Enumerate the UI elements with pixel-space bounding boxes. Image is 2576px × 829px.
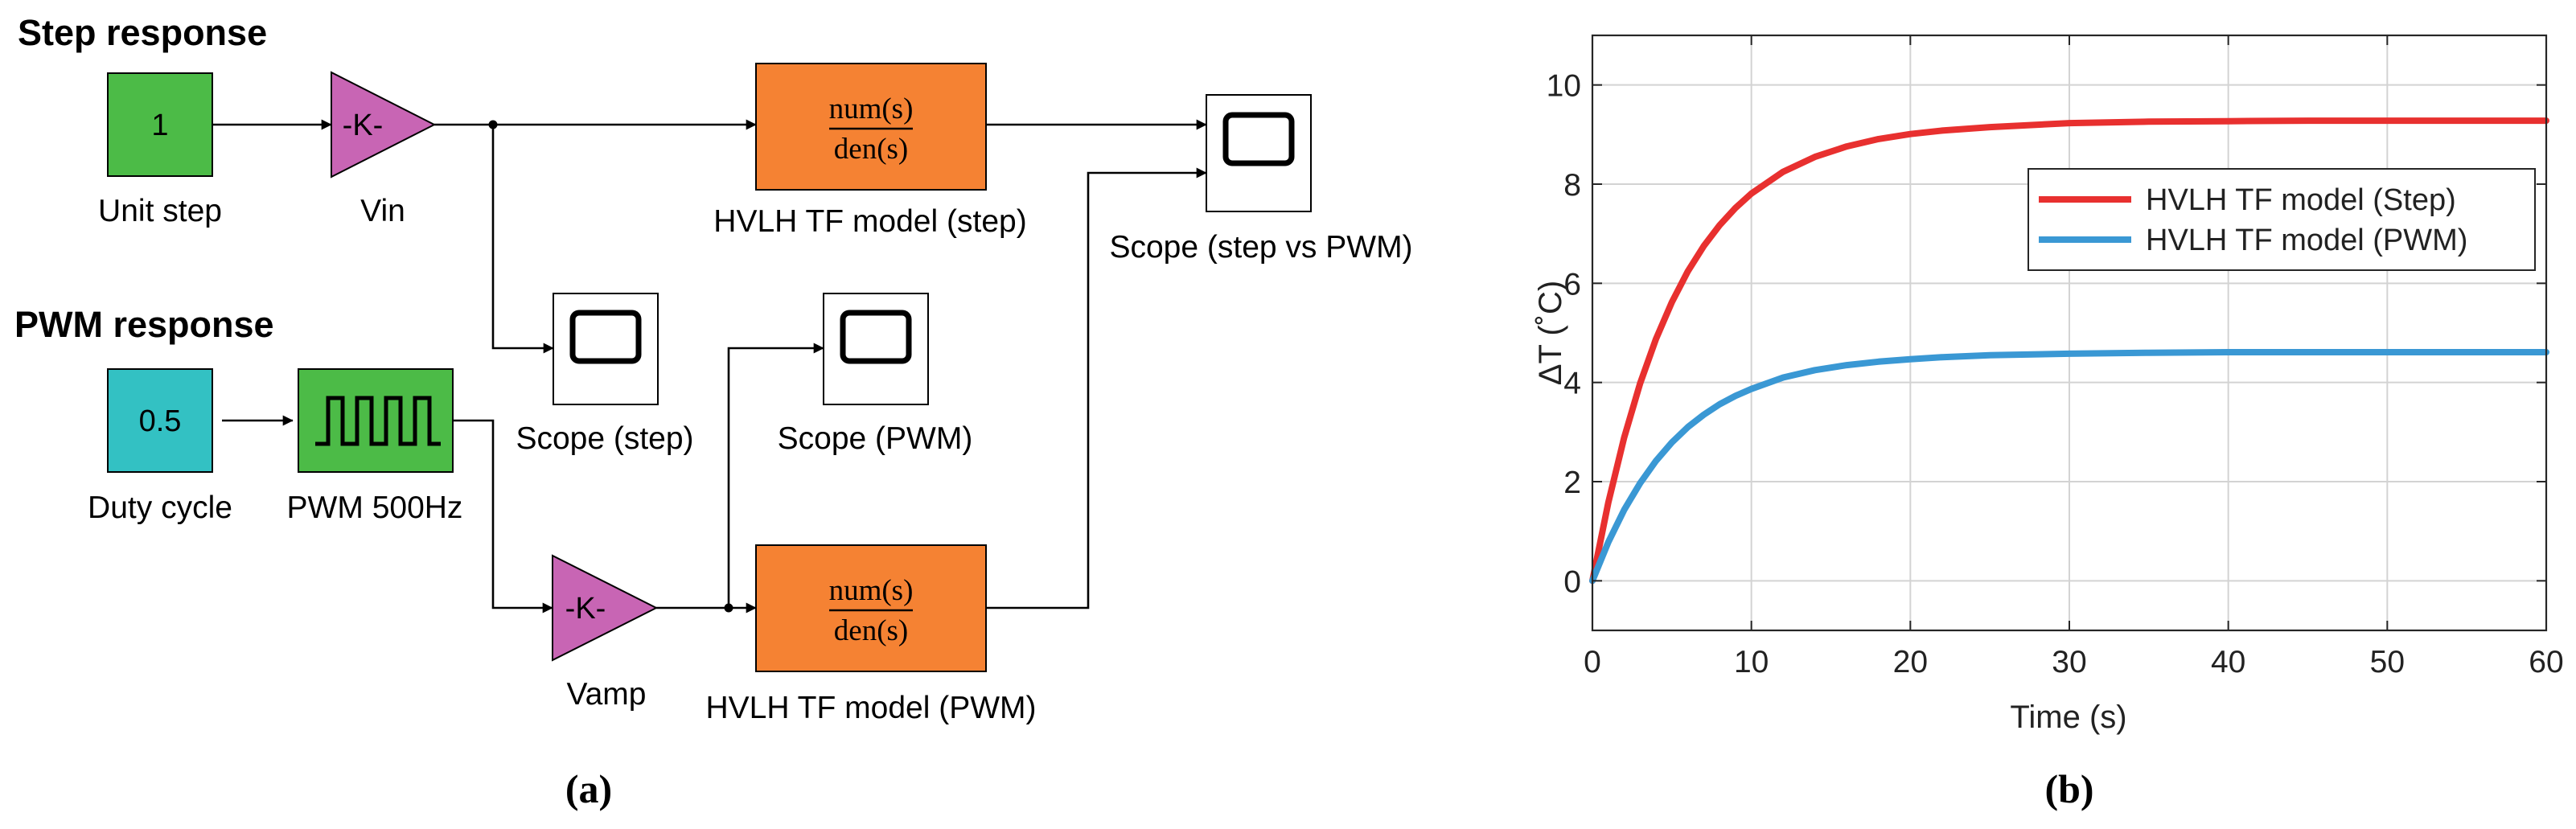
y-axis-label: ΔT (˚C) xyxy=(1533,281,1568,385)
x-axis-label: Time (s) xyxy=(2010,700,2126,735)
wire-vamp-to-scope-pwm xyxy=(727,343,824,608)
scope-compare-block[interactable]: Scope (step vs PWM) xyxy=(1109,94,1413,265)
legend-box xyxy=(2028,168,2536,271)
tf-step-block[interactable]: num(s) den(s) HVLH TF model (step) xyxy=(713,63,1027,239)
scope-pwm-block[interactable]: Scope (PWM) xyxy=(778,293,973,456)
y-axis-ticks: 0 2 4 6 8 10 xyxy=(1547,69,2546,599)
scope-step-block[interactable]: Scope (step) xyxy=(516,293,694,456)
y-tick-label: 0 xyxy=(1563,564,1581,599)
gain-triangle-icon[interactable] xyxy=(331,71,437,179)
series-line-step xyxy=(1589,117,2549,585)
simulink-diagram: Step response PWM response 1 Unit step -… xyxy=(14,12,1413,811)
pwm-generator-label: PWM 500Hz xyxy=(287,490,463,525)
scope-icon xyxy=(1222,112,1295,166)
vin-label: Vin xyxy=(360,194,405,228)
vin-gain-text: -K- xyxy=(343,109,384,142)
x-axis-ticks: 0 10 20 30 40 50 60 xyxy=(1584,35,2564,679)
duty-cycle-label: Duty cycle xyxy=(88,490,232,525)
y-tick-label: 10 xyxy=(1547,69,1581,104)
y-tick-label: 6 xyxy=(1563,267,1581,302)
legend-label-step: HVLH TF model (Step) xyxy=(2146,183,2456,217)
wire-vin-to-scope-step xyxy=(491,125,554,354)
scope-step-label: Scope (step) xyxy=(516,421,693,456)
unit-step-value: 1 xyxy=(151,109,168,142)
pwm-response-title: PWM response xyxy=(14,304,274,345)
pulse-train-icon xyxy=(315,396,441,446)
y-tick-label: 2 xyxy=(1563,466,1581,500)
pwm-generator-box[interactable] xyxy=(298,368,454,473)
tf-pwm-denominator: den(s) xyxy=(834,614,908,647)
tf-step-denominator: den(s) xyxy=(834,133,908,166)
series-line-pwm xyxy=(1589,349,2549,585)
vin-gain-block[interactable]: -K- Vin xyxy=(331,71,437,228)
x-tick-label: 20 xyxy=(1893,645,1928,679)
scope-icon xyxy=(840,310,912,364)
chart-series xyxy=(1589,117,2549,585)
x-tick-label: 40 xyxy=(2211,645,2245,679)
x-tick-label: 30 xyxy=(2052,645,2086,679)
y-tick-label: 4 xyxy=(1563,367,1581,401)
duty-cycle-block[interactable]: 0.5 Duty cycle xyxy=(88,368,232,525)
x-tick-label: 60 xyxy=(2529,645,2563,679)
vamp-gain-block[interactable]: -K- Vamp xyxy=(552,554,659,712)
tf-pwm-block[interactable]: num(s) den(s) HVLH TF model (PWM) xyxy=(706,544,1037,725)
tf-pwm-label: HVLH TF model (PWM) xyxy=(706,691,1037,725)
x-tick-label: 10 xyxy=(1734,645,1769,679)
step-response-title: Step response xyxy=(18,12,267,53)
y-tick-label: 8 xyxy=(1563,168,1581,203)
unit-step-label: Unit step xyxy=(98,194,222,228)
scope-compare-label: Scope (step vs PWM) xyxy=(1109,230,1412,265)
duty-cycle-value: 0.5 xyxy=(139,404,182,438)
branch-point-step xyxy=(488,120,498,129)
legend-label-pwm: HVLH TF model (PWM) xyxy=(2146,224,2467,257)
x-tick-label: 0 xyxy=(1584,645,1601,679)
signal-wires xyxy=(212,119,1207,614)
duty-cycle-box[interactable] xyxy=(107,368,213,473)
scope-icon xyxy=(569,310,642,364)
caption-b: (b) xyxy=(2044,766,2093,811)
scope-pwm-label: Scope (PWM) xyxy=(778,421,973,456)
caption-a: (a) xyxy=(565,766,612,811)
unit-step-box[interactable] xyxy=(107,72,213,177)
tf-step-numerator: num(s) xyxy=(829,92,914,125)
unit-step-block[interactable]: 1 Unit step xyxy=(98,72,222,228)
pwm-generator-block[interactable]: PWM 500Hz xyxy=(287,368,463,525)
x-tick-label: 50 xyxy=(2370,645,2405,679)
gain-triangle-icon[interactable] xyxy=(552,554,659,662)
chart-legend: HVLH TF model (Step) HVLH TF model (PWM) xyxy=(2028,168,2536,271)
wire-pwm-to-vamp xyxy=(453,419,553,614)
wire-tf-pwm-to-compare-scope xyxy=(986,167,1207,609)
tf-pwm-box[interactable] xyxy=(755,544,987,672)
vamp-label: Vamp xyxy=(567,677,647,712)
tf-pwm-numerator: num(s) xyxy=(829,574,914,607)
tf-step-box[interactable] xyxy=(755,63,987,191)
temperature-chart: 0 10 20 30 40 50 60 0 2 4 6 8 10 Time (s) ΔT (˚C) H… xyxy=(1533,34,2564,811)
branch-point-pwm xyxy=(724,603,733,613)
vamp-gain-text: -K- xyxy=(565,592,606,626)
tf-step-label: HVLH TF model (step) xyxy=(713,204,1026,239)
